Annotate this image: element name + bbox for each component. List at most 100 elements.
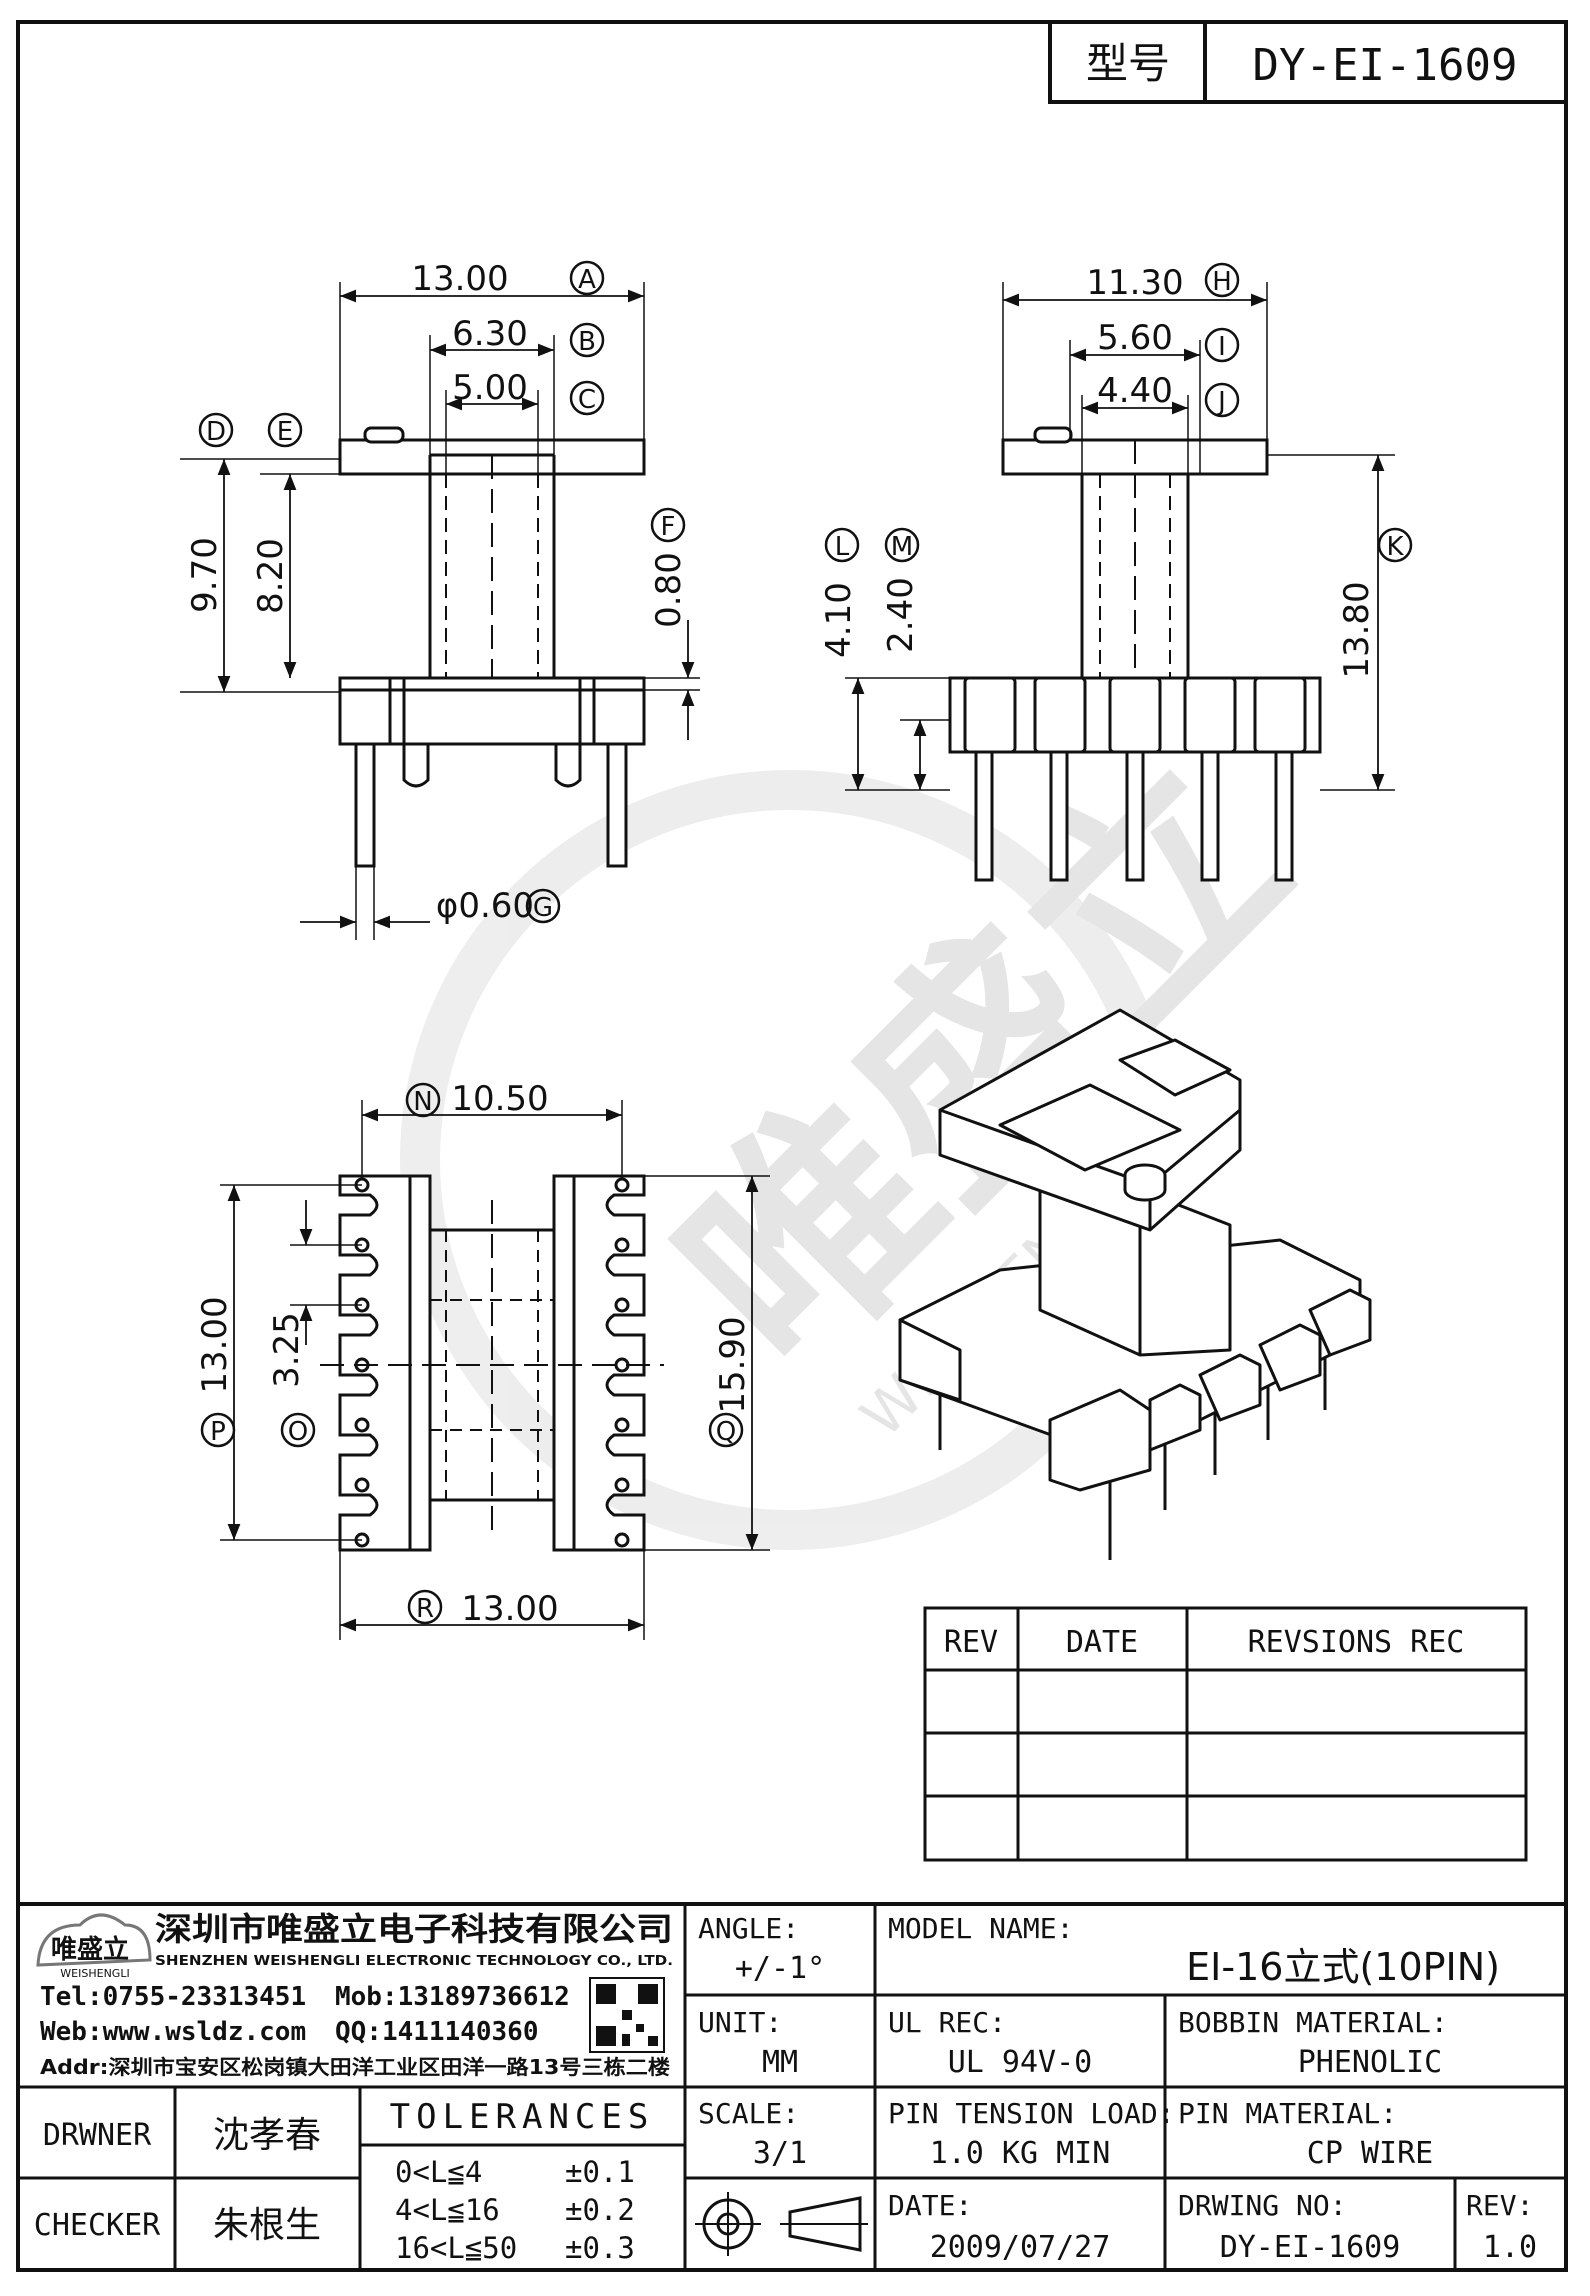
drawing-no-value: DY-EI-1609 <box>1220 2230 1401 2265</box>
side-view-callouts <box>824 262 1413 563</box>
ul-value: UL 94V-0 <box>948 2045 1093 2080</box>
tolerance-value-2: ±0.2 <box>565 2193 635 2227</box>
dim-k: 13.80 <box>1337 581 1377 678</box>
company-name-en: SHENZHEN WEISHENGLI ELECTRONIC TECHNOLOG… <box>155 1954 673 1969</box>
front-view-callout-letters: A B C D E F G <box>206 265 676 923</box>
tolerances-label: TOLERANCES <box>390 2097 655 2137</box>
front-view <box>180 282 700 940</box>
ul-label: UL REC: <box>888 2006 1006 2039</box>
drawing-no-label: DRWING NO: <box>1178 2189 1347 2222</box>
dim-m: 2.40 <box>881 577 921 653</box>
callout-h: H <box>1212 267 1232 297</box>
isometric-view <box>898 1008 1372 1560</box>
company-qq: QQ:1411140360 <box>335 2017 539 2047</box>
dim-h: 11.30 <box>1086 263 1183 303</box>
dim-a: 13.00 <box>411 259 508 299</box>
dim-q: 15.90 <box>713 1316 753 1413</box>
drawer-label: DRWNER <box>43 2118 152 2153</box>
unit-value: MM <box>762 2045 798 2080</box>
callout-r: R <box>416 1594 434 1624</box>
bottom-view-callout-letters: N O P Q R <box>210 1087 736 1624</box>
model-number: DY-EI-1609 <box>1253 40 1518 91</box>
dim-pin: φ0.60 <box>436 886 534 926</box>
rev-header-date: DATE <box>1066 1625 1138 1660</box>
angle-label: ANGLE: <box>698 1912 799 1945</box>
scale-value: 3/1 <box>753 2136 807 2171</box>
pin-tension-label: PIN TENSION LOAD: <box>888 2097 1175 2130</box>
callout-q: Q <box>716 1417 736 1447</box>
callout-f: F <box>661 512 676 542</box>
dim-n: 10.50 <box>451 1079 548 1119</box>
date-label: DATE: <box>888 2189 972 2222</box>
callout-p: P <box>210 1417 226 1447</box>
callout-i: I <box>1218 332 1226 362</box>
bottom-view-dims: 10.50 13.00 3.25 15.90 13.00 <box>195 1079 753 1629</box>
model-name-value: EI-16立式(10PIN) <box>1186 1945 1500 1989</box>
bobbin-label: BOBBIN MATERIAL: <box>1178 2006 1448 2039</box>
callout-k: K <box>1386 532 1404 562</box>
dim-o: 3.25 <box>267 1312 307 1388</box>
callout-d: D <box>206 417 226 447</box>
tolerance-range-1: 0<L≦4 <box>395 2155 482 2189</box>
tolerance-range-3: 16<L≦50 <box>395 2231 517 2265</box>
callout-l: L <box>835 532 850 562</box>
angle-value: +/-1° <box>735 1951 825 1986</box>
rev-header-rev: REV <box>944 1625 998 1660</box>
rev-value: 1.0 <box>1483 2230 1537 2265</box>
projection-symbol-icon <box>695 2192 868 2256</box>
callout-a: A <box>578 265 596 295</box>
revision-table-headers: REV DATE REVSIONS REC <box>944 1625 1464 1660</box>
dim-f: 0.80 <box>649 552 689 628</box>
front-view-callouts <box>198 260 686 924</box>
model-header: 型号 DY-EI-1609 <box>1048 20 1568 104</box>
callout-c: C <box>578 385 596 415</box>
company-mob: Mob:13189736612 <box>335 1982 570 2012</box>
company-logo: 唯盛立 WEISHENGLI <box>36 1913 152 1980</box>
tolerance-value-1: ±0.1 <box>565 2155 635 2189</box>
rev-label: REV: <box>1466 2189 1533 2222</box>
pin-material-value: CP WIRE <box>1307 2136 1433 2171</box>
dim-i: 5.60 <box>1097 318 1173 358</box>
checker-label: CHECKER <box>34 2208 161 2243</box>
model-name-label: MODEL NAME: <box>888 1912 1073 1945</box>
bobbin-value: PHENOLIC <box>1298 2045 1443 2080</box>
dim-h1: 9.70 <box>185 537 225 613</box>
logo-subtext: WEISHENGLI <box>60 1967 129 1980</box>
tolerance-range-2: 4<L≦16 <box>395 2193 500 2227</box>
qr-code <box>589 1977 665 2053</box>
tolerance-value-3: ±0.3 <box>565 2231 635 2265</box>
drawer-name: 沈孝春 <box>213 2115 321 2156</box>
dim-j: 4.40 <box>1097 371 1173 411</box>
company-address: Addr:深圳市宝安区松岗镇大田洋工业区田洋一路13号三栋二楼 <box>40 2055 670 2079</box>
dim-h2: 8.20 <box>251 538 291 614</box>
callout-n: N <box>413 1087 432 1117</box>
dim-b: 6.30 <box>452 314 528 354</box>
scale-label: SCALE: <box>698 2097 799 2130</box>
date-value: 2009/07/27 <box>930 2230 1111 2265</box>
side-view-callout-letters: H I J K L M <box>835 267 1405 562</box>
dim-l: 4.10 <box>819 582 859 658</box>
company-tel: Tel:0755-23313451 <box>40 1982 306 2012</box>
dim-r: 13.00 <box>461 1589 558 1629</box>
bottom-view-callouts <box>200 1082 744 1625</box>
unit-label: UNIT: <box>698 2006 782 2039</box>
pin-material-label: PIN MATERIAL: <box>1178 2097 1397 2130</box>
callout-g: G <box>533 893 553 923</box>
logo-text: 唯盛立 <box>51 1934 129 1965</box>
dim-p: 13.00 <box>195 1296 235 1393</box>
callout-e: E <box>277 417 293 447</box>
callout-j: J <box>1216 387 1226 417</box>
side-view-dims: 11.30 5.60 4.40 13.80 4.10 2.40 <box>819 263 1377 679</box>
callout-o: O <box>288 1417 308 1447</box>
bottom-view <box>220 1100 770 1640</box>
side-view <box>845 282 1395 882</box>
dim-c: 5.00 <box>452 368 528 408</box>
model-label: 型号 <box>1086 39 1170 88</box>
callout-m: M <box>891 532 913 562</box>
front-view-dims: 13.00 6.30 5.00 9.70 8.20 0.80 φ0.60 <box>185 259 689 926</box>
sheet-border <box>16 20 1568 2272</box>
callout-b: B <box>578 327 596 357</box>
company-web: Web:www.wsldz.com <box>40 2017 306 2047</box>
pin-tension-value: 1.0 KG MIN <box>930 2136 1111 2171</box>
